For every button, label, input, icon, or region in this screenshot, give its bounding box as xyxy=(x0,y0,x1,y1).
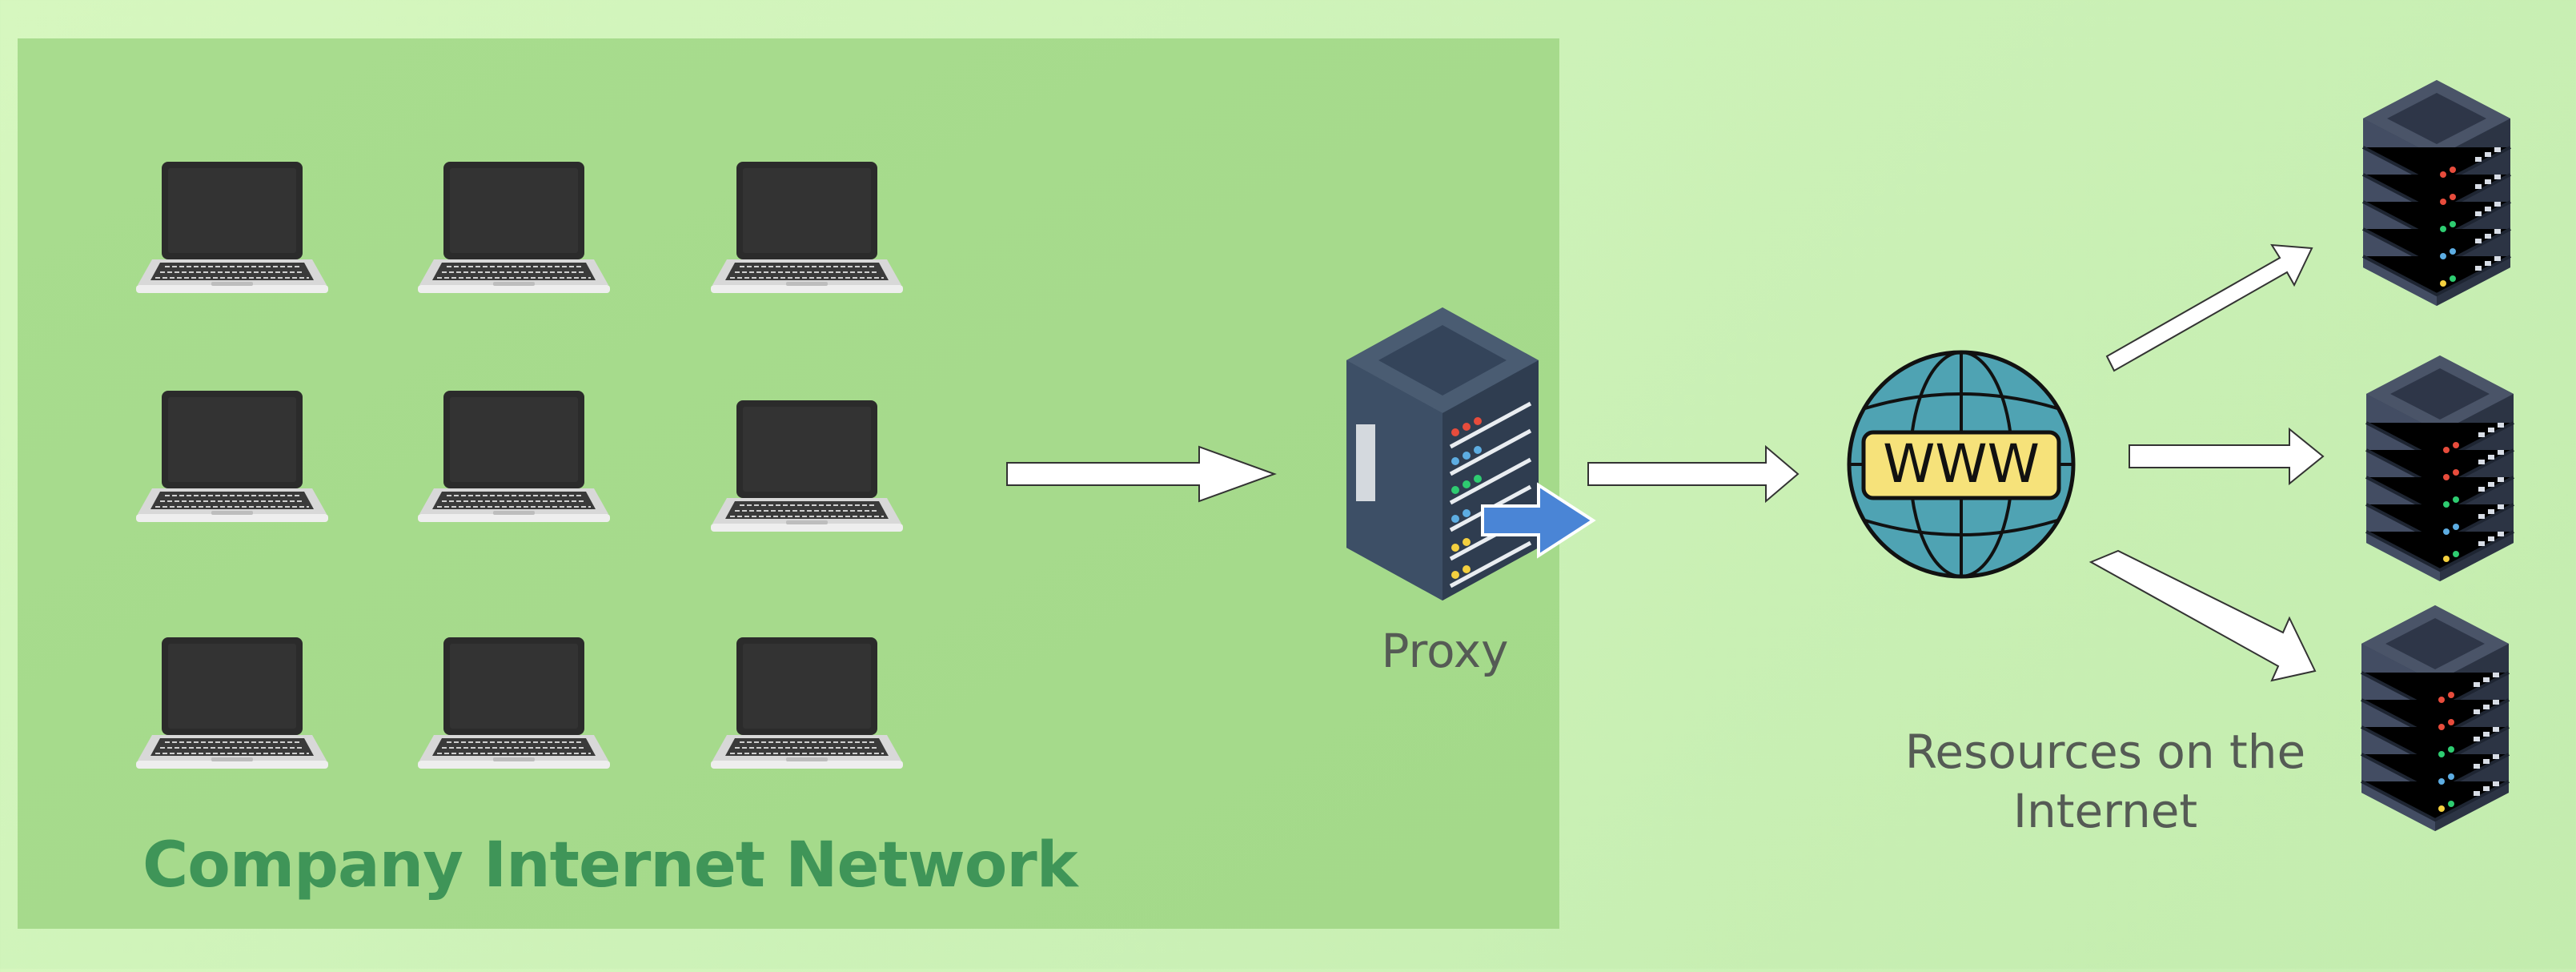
arrow-icon xyxy=(2105,243,2313,372)
laptop-icon xyxy=(135,637,329,769)
laptop-icon xyxy=(417,390,611,523)
resources-label-line2: Internet xyxy=(2012,784,2198,838)
arrow-icon xyxy=(2129,427,2325,486)
laptop-icon xyxy=(710,637,904,769)
laptop-icon xyxy=(417,161,611,294)
arrow-icon xyxy=(1006,445,1277,503)
laptop-grid xyxy=(135,161,904,769)
laptop-icon xyxy=(710,161,904,294)
resources-label: Resources on the Internet xyxy=(1881,722,2329,841)
proxy-server-icon xyxy=(1346,307,1539,600)
forward-arrow-icon xyxy=(1481,482,1596,559)
laptop-icon xyxy=(135,390,329,523)
laptop-icon xyxy=(710,400,904,532)
server-rack-icon xyxy=(2365,354,2515,583)
laptop-icon xyxy=(135,161,329,294)
globe-www-text: WWW xyxy=(1883,433,2040,495)
company-network-title: Company Internet Network xyxy=(142,829,1078,902)
server-rack-icon xyxy=(2360,604,2510,833)
arrow-icon xyxy=(2088,549,2317,682)
proxy-label: Proxy xyxy=(1381,624,1509,678)
arrow-icon xyxy=(1587,444,1800,504)
resources-label-line1: Resources on the xyxy=(1904,725,2306,779)
globe-www-icon xyxy=(1847,350,2076,579)
server-rack-icon xyxy=(2361,78,2512,307)
laptop-icon xyxy=(417,637,611,769)
